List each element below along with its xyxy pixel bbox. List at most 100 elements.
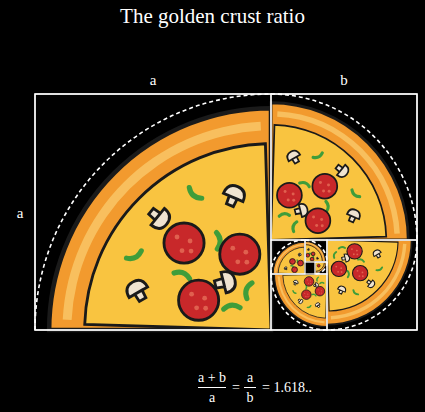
pepperoni-spot	[291, 262, 293, 264]
pepperoni-spot	[307, 255, 308, 256]
pepperoni-spot	[284, 190, 287, 193]
formula-term: = 1.618..	[262, 381, 312, 395]
square-frame	[305, 240, 327, 262]
pepperoni	[353, 266, 368, 281]
pepperoni	[312, 174, 337, 199]
pepperoni-spot	[291, 260, 293, 262]
green-pepper	[279, 213, 289, 216]
pepperoni-spot	[310, 283, 311, 284]
pepperoni-spot	[318, 289, 319, 290]
spiral-arc	[315, 262, 327, 274]
pepperoni-spot	[189, 292, 194, 297]
pepperoni-spot	[362, 271, 364, 273]
green-pepper	[316, 277, 318, 281]
green-pepper	[187, 187, 202, 200]
pepperoni-spot	[341, 271, 343, 273]
square-frames	[35, 94, 417, 330]
formula-term: =	[232, 381, 240, 395]
pizza-slice	[305, 241, 326, 262]
green-pepper	[300, 181, 310, 186]
pepperoni-spot	[322, 189, 325, 192]
mushroom	[307, 248, 310, 251]
pepperoni-spot	[351, 248, 353, 250]
pepperoni-spot	[321, 290, 322, 291]
pepperoni-spot	[301, 262, 303, 264]
pepperoni-spot	[306, 254, 307, 255]
pepperoni-spot	[292, 199, 295, 202]
pepperoni-spot	[189, 249, 194, 254]
pepperoni-spot	[301, 263, 303, 265]
pepperoni-spot	[293, 270, 295, 272]
crust	[274, 274, 327, 327]
pepperoni-spot	[356, 253, 358, 255]
crust	[305, 241, 326, 262]
pepperoni-spot	[175, 235, 180, 240]
pizza-slice	[315, 262, 326, 273]
mushroom	[297, 298, 304, 305]
pizza-slices	[49, 103, 411, 330]
pepperoni-spot	[328, 190, 331, 193]
pizza-slice	[49, 108, 271, 330]
title: The golden crust ratio	[0, 6, 425, 27]
pepperoni-spot	[312, 254, 313, 255]
pepperoni-spot	[308, 283, 309, 284]
pepperoni-spot	[293, 268, 295, 270]
green-pepper	[174, 270, 191, 279]
pepperoni-spot	[313, 253, 314, 254]
pepperoni	[317, 264, 320, 267]
pepperoni	[306, 253, 310, 257]
mushroom	[298, 253, 302, 257]
pepperoni-spot	[311, 259, 312, 260]
pepperoni-spot	[312, 215, 315, 218]
pepperoni-spot	[304, 293, 305, 294]
pepperoni	[315, 286, 325, 296]
pepperoni	[331, 261, 346, 276]
pizza-slice	[271, 103, 408, 240]
dimension-label: a	[17, 206, 24, 221]
pepperoni	[310, 257, 314, 261]
pepperoni-spot	[305, 296, 306, 297]
pepperoni	[311, 252, 315, 256]
mushroom	[372, 249, 383, 260]
green-pepper	[291, 265, 293, 266]
pepperoni-spot	[308, 254, 309, 255]
pepperoni	[305, 208, 330, 233]
green-pepper	[307, 306, 311, 308]
outer-frame	[35, 94, 417, 330]
pepperoni-spot	[320, 218, 323, 221]
pepperoni	[290, 259, 296, 265]
pepperoni	[298, 260, 304, 266]
green-pepper	[351, 190, 360, 198]
green-pepper	[347, 271, 349, 277]
pepperoni-spot	[311, 258, 312, 259]
pepperoni-spot	[319, 181, 322, 184]
spiral-arc	[271, 94, 417, 240]
pepperoni-spot	[312, 259, 313, 260]
mushroom	[316, 257, 319, 260]
formula-term: a	[209, 391, 215, 405]
cheese	[283, 274, 327, 318]
green-pepper	[333, 252, 336, 258]
pepperoni-spot	[235, 259, 240, 264]
pepperoni-spot	[337, 271, 339, 273]
pepperoni	[220, 234, 260, 274]
pepperoni-spot	[295, 270, 297, 272]
pepperoni-spot	[353, 253, 355, 255]
pepperoni-spot	[292, 192, 295, 195]
pepperoni-spot	[358, 275, 360, 277]
square-frame	[327, 240, 417, 330]
pepperoni-spot	[307, 296, 308, 297]
green-pepper	[223, 304, 240, 309]
pepperoni-spot	[202, 296, 207, 301]
spiral-arc	[305, 240, 327, 262]
pepperoni	[277, 183, 302, 208]
pizza-slice	[327, 240, 412, 325]
golden-spiral	[35, 94, 417, 330]
crust	[49, 108, 271, 330]
mushroom	[345, 207, 362, 224]
formula-term: a	[247, 371, 253, 385]
square-frame	[271, 240, 305, 274]
spiral-arc	[35, 94, 271, 330]
pepperoni-spot	[292, 260, 294, 262]
